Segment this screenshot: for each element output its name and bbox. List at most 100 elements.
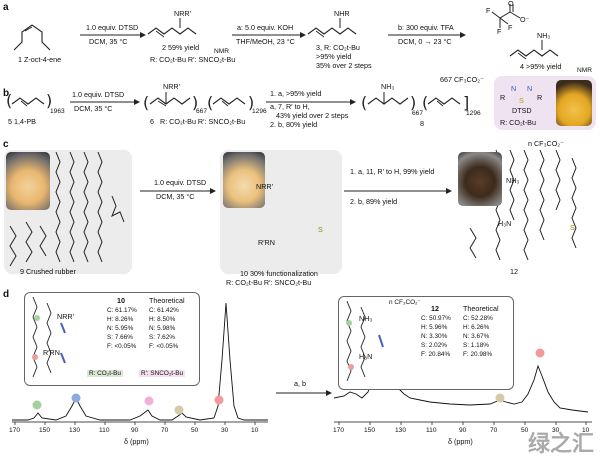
b-r-def: R: CO₂t-Bu R′: SNCO₂t-Bu [160,117,246,126]
a-step1-reagent: 1.0 equiv. DTSD [86,23,139,32]
panel-label-b: b [3,88,10,99]
box10-row-h-th: H: 8.50% [149,316,176,323]
b-cond2: a, 7, R′ to H, [270,102,310,111]
b-cond1: 1. a, >95% yield [270,89,322,98]
box10-row-c-th: C: 61.42% [149,307,179,314]
box10-rp-label: R′: SNCO₂t-Bu [139,370,186,378]
box10-row-c: C: 61.17% [107,307,137,314]
box10-theory: Theoretical [149,296,185,305]
tfa-f1: F [486,6,491,15]
spectrum-10 [12,302,268,421]
box10-row-n-th: N: 5.98% [149,325,176,332]
box10-nrr: NRR′ [57,312,74,321]
a-step3-cond: DCM, 0 → 23 °C [398,37,452,46]
panel-label-c: c [3,139,9,150]
axis-label-left: δ (ppm) [124,437,149,446]
box10-row-f: F: <0.05% [107,343,137,350]
tick-r-150: 150 [364,427,376,434]
tick-r-10: 10 [582,427,590,434]
b-n1963: 1963 [50,108,65,115]
tick-r-170: 170 [333,427,345,434]
tick-r-50: 50 [521,427,529,434]
box10-row-h: H: 8.26% [107,316,134,323]
tick-r-30: 30 [552,427,560,434]
c12-nh3: NH₃ [506,176,520,185]
b6-nrr: NRR′ [163,82,180,91]
b8-n667: 667 [412,110,424,117]
svg-text:(: ( [143,93,149,112]
tick-r-130: 130 [395,427,407,434]
box10-rrn: R′RN [43,348,60,357]
c12-h3n: H₃N [498,219,512,228]
box10-r-label: R: CO₂t-Bu [87,370,123,378]
c10-nrr: NRR′ [256,182,273,191]
b-step1-cond: DCM, 35 °C [74,104,113,113]
tick-l-50: 50 [191,427,199,434]
axis-label-right: δ (ppm) [448,437,473,446]
a-step1-cond: DCM, 35 °C [89,37,128,46]
compound-3-r: 3, R: CO₂t-Bu [316,43,360,52]
product-12-photo [458,152,502,206]
tick-l-110: 110 [99,427,110,434]
box12-theory: Theoretical [463,304,499,313]
b-cond4: 2. b, 80% yield [270,120,318,129]
svg-text:(: ( [361,93,367,112]
svg-text:(: ( [6,91,12,110]
functionalized-photo [223,152,265,208]
elemental-box-10: NRR′ R′RN 10 Theoretical C: 61.17% C: 61… [24,292,200,386]
compound-1-label: 1 Z-oct-4-ene [18,55,62,64]
box12-h3n: H₃N [359,352,373,361]
box10-row-s-th: S: 7.62% [149,334,175,341]
tick-l-10: 10 [251,427,259,434]
c10-rrn: R′RN [258,238,275,247]
c-step1-reagent: 1.0 equiv. DTSD [154,178,207,187]
compound-3-yield2: 35% over 2 steps [316,61,372,70]
dtsd-photo [556,80,592,126]
compound-4-yield: 4 >95% yield [520,62,562,71]
box10-title: 10 [117,296,125,305]
panel-label-d: d [3,289,10,300]
rubber-photo [6,152,50,210]
a-step2-reagent: a: 5.0 equiv. KOH [237,23,294,32]
tick-l-30: 30 [221,427,229,434]
elemental-box-12: n CF₃CO₂⁻ NH₃ H₃N 12 Theoretical C: 50.9… [338,296,514,390]
dtsd-r1: R [500,93,506,102]
tfa-f2: F [497,27,502,36]
a-r-def: R: CO₂t-Bu R′: SNCO₂t-Bu [150,55,236,64]
b-cond3: 43% yield over 2 steps [276,111,349,120]
c12-s: S [570,223,575,232]
b6-n1296: 1296 [252,108,267,115]
c3-nhr: NHR [334,9,350,18]
box12-row-f: F: 20.84% [421,351,451,358]
c-cond2: 2. b, 89% yield [350,197,398,206]
tick-l-90: 90 [131,427,139,434]
box12-row-c: C: 50.97% [421,315,451,322]
dtsd-s: S [519,96,524,105]
b8-nh3: NH₃ [381,82,395,91]
tick-r-70: 70 [490,427,498,434]
c4-nh3: NH₃ [537,31,551,40]
dtsd-n1: N [511,84,517,93]
box10-row-s: S: 7.66% [107,334,133,341]
c-cond1: 1. a, 11, R′ to H, 99% yield [350,167,435,176]
compound-3-yield1: >95% yield [316,52,352,61]
tick-l-130: 130 [69,427,81,434]
tfa-f3: F [508,23,513,32]
box10-structure [32,296,66,378]
box12-title: 12 [431,304,439,313]
a-step3-reagent: b: 300 equiv. TFA [398,23,454,32]
c2-nmr-sub: NMR [214,48,230,55]
box12-structure [346,300,384,382]
svg-text:): ) [410,93,416,112]
box12-row-s: S: 2.02% [421,342,447,349]
compound-8-label: 8 [420,119,424,128]
compound-5-label: 5 1,4-PB [8,117,36,126]
dtsd-label: DTSD [512,106,532,115]
svg-text:(: ( [422,93,428,112]
box10-row-n: N: 5.95% [107,325,134,332]
box12-row-h: H: 5.96% [421,324,448,331]
tfa-o-minus: O⁻ [520,15,530,24]
crushed-rubber-label: 9 Crushed rubber [20,267,76,276]
